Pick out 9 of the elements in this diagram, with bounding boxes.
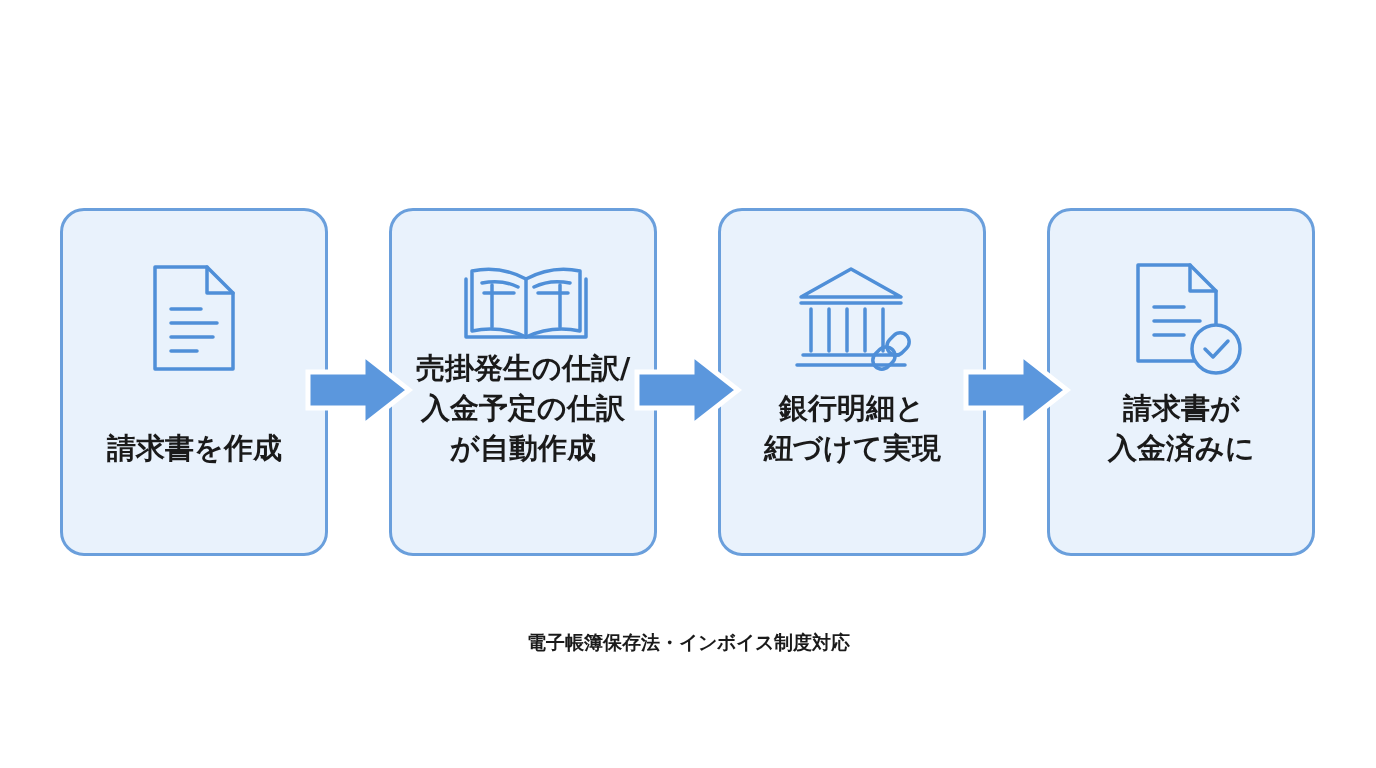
step-box <box>389 208 657 556</box>
step-label: 売掛発生の仕訳/入金予定の仕訳が自動作成 <box>414 350 632 467</box>
step-box <box>60 208 328 556</box>
step-label: 請求書を作成 <box>105 430 283 467</box>
step-label: 請求書が入金済みに <box>1106 390 1256 467</box>
step-label: 銀行明細と紐づけて実現 <box>762 390 942 467</box>
step-box <box>1047 208 1315 556</box>
caption: 電子帳簿保存法・インボイス制度対応 <box>525 630 851 655</box>
step-box <box>718 208 986 556</box>
